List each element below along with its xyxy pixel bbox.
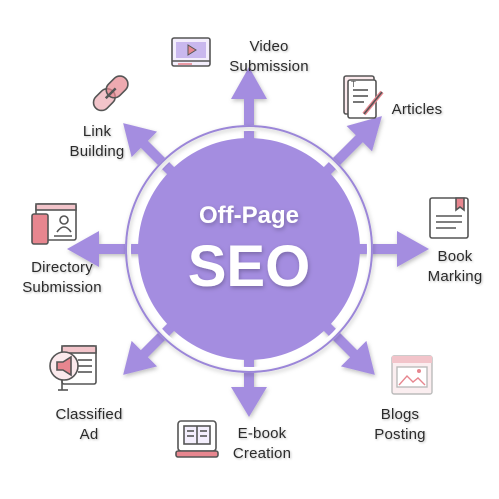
label-classified-ad: Classified Ad [55, 406, 123, 443]
chain-link-icon [92, 75, 129, 112]
center-title: Off-Page [199, 202, 299, 229]
label-video-submission: Video Submission [229, 38, 309, 75]
label-directory-submission: Directory Submission [22, 259, 102, 296]
video-player-icon [171, 37, 211, 67]
label-blogs-posting: Blogs Posting [374, 406, 426, 443]
arrow-up-right [316, 116, 382, 182]
center-ring [125, 125, 373, 373]
arrow-up [231, 67, 267, 149]
center-subtitle: SEO [188, 234, 311, 299]
label-ebook-creation: E-book Creation [232, 425, 292, 462]
ebook-icon [175, 420, 219, 458]
bookmark-page-icon [429, 197, 469, 239]
label-link-building: Link Building [69, 123, 125, 160]
arrow-right [349, 231, 429, 267]
megaphone-ad-icon [49, 345, 97, 391]
directory-profile-icon [31, 203, 77, 245]
arrows [67, 67, 429, 417]
label-book-marking: Book Marking [427, 248, 483, 285]
arrow-left [67, 231, 149, 267]
blog-image-icon [391, 355, 433, 395]
center-circle [138, 138, 360, 360]
center-outer-ring [125, 125, 373, 373]
svg-text:T: T [351, 80, 356, 89]
document-pen-icon: T [343, 75, 384, 119]
label-articles: Articles [391, 101, 443, 118]
